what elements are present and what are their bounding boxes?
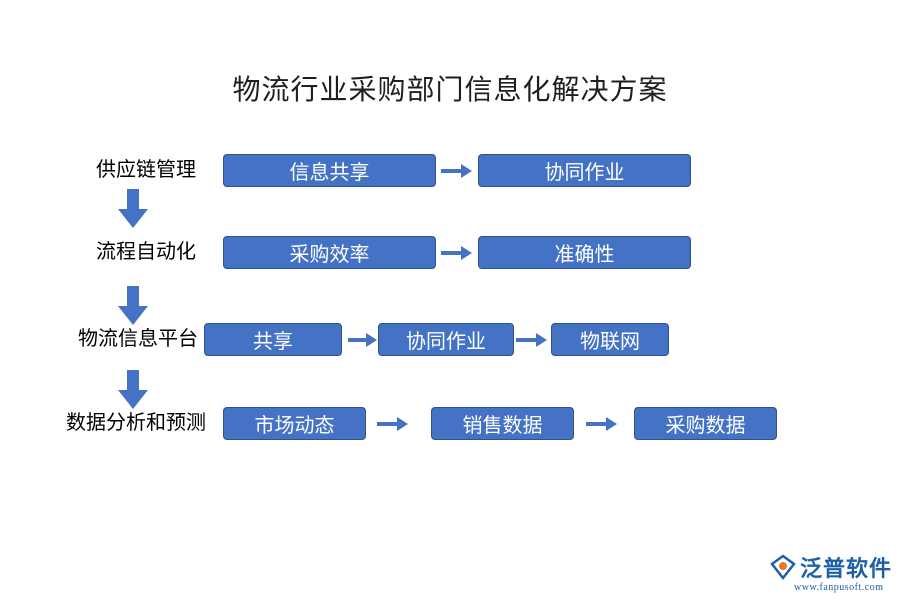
- box-iot: 物联网: [551, 323, 669, 356]
- box-procurement-data: 采购数据: [634, 407, 777, 440]
- right-arrow-icon: [586, 417, 617, 431]
- box-procurement-efficiency: 采购效率: [223, 236, 436, 269]
- row-label-data-analysis: 数据分析和预测: [66, 410, 206, 434]
- brand-logo-icon: [770, 554, 796, 580]
- row-label-supply-chain: 供应链管理: [96, 157, 196, 181]
- row-label-process-automation: 流程自动化: [96, 239, 196, 263]
- right-arrow-icon: [441, 164, 472, 178]
- box-collaboration-2: 协同作业: [378, 323, 514, 356]
- brand-logo: 泛普软件: [770, 552, 892, 582]
- right-arrow-icon: [348, 333, 377, 347]
- box-collaboration: 协同作业: [478, 154, 691, 187]
- box-info-sharing: 信息共享: [223, 154, 436, 187]
- right-arrow-icon: [516, 333, 547, 347]
- brand-url: www.fanpusoft.com: [794, 582, 884, 593]
- right-arrow-icon: [441, 246, 472, 260]
- box-accuracy: 准确性: [478, 236, 691, 269]
- brand-name: 泛普软件: [800, 557, 893, 582]
- page-title: 物流行业采购部门信息化解决方案: [232, 73, 668, 106]
- box-market-dynamics: 市场动态: [223, 407, 366, 440]
- box-sales-data: 销售数据: [431, 407, 574, 440]
- box-sharing: 共享: [204, 323, 342, 356]
- row-label-logistics-platform: 物流信息平台: [78, 326, 198, 350]
- down-arrow-icon: [118, 286, 148, 325]
- right-arrow-icon: [377, 417, 408, 431]
- down-arrow-icon: [118, 189, 148, 228]
- down-arrow-icon: [118, 370, 148, 409]
